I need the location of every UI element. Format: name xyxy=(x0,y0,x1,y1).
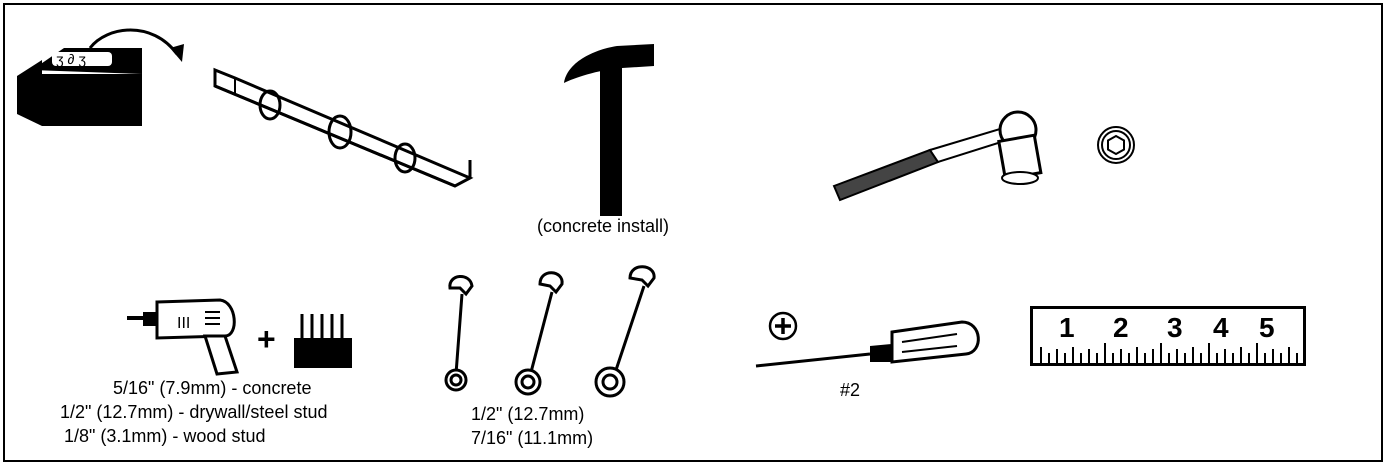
drill-bits-icon xyxy=(294,314,352,368)
drill-size-wood: 1/8" (3.1mm) - wood stud xyxy=(64,426,266,446)
drill-size-drywall: 1/2" (12.7mm) - drywall/steel stud xyxy=(60,402,328,422)
ruler-number-4: 4 xyxy=(1213,312,1229,343)
hammer-icon xyxy=(564,44,654,216)
wrench-size-half: 1/2" (12.7mm) xyxy=(471,404,585,424)
ruler-number-5: 5 xyxy=(1259,312,1275,343)
diagram-frame xyxy=(3,3,1383,462)
socket-icon xyxy=(1097,126,1135,164)
toolbox-icon: ʒ ∂ ʒ xyxy=(17,28,184,126)
wrench-size-seven-sixteenths: 7/16" (11.1mm) xyxy=(471,428,594,448)
ruler-number-1: 1 xyxy=(1059,312,1075,343)
phillips-head-icon xyxy=(768,311,798,341)
screwdriver-icon xyxy=(755,320,980,368)
drill-icon: III xyxy=(127,298,240,376)
svg-text:III: III xyxy=(177,315,190,332)
drill-size-concrete: 5/16" (7.9mm) - concrete xyxy=(113,378,312,398)
svg-text:ʒ ∂ ʒ: ʒ ∂ ʒ xyxy=(56,51,86,67)
ruler-ticks xyxy=(1040,343,1298,363)
ruler-number-3: 3 xyxy=(1167,312,1183,343)
wrenches-icon xyxy=(444,265,656,398)
ruler-number-2: 2 xyxy=(1113,312,1129,343)
hammer-note: (concrete install) xyxy=(537,216,670,236)
ratchet-icon xyxy=(832,110,1043,202)
screwdriver-size: #2 xyxy=(840,380,861,400)
ruler-icon: 1 2 3 4 5 xyxy=(1030,306,1306,366)
level-icon xyxy=(213,67,474,188)
plus-sign: + xyxy=(257,321,276,357)
